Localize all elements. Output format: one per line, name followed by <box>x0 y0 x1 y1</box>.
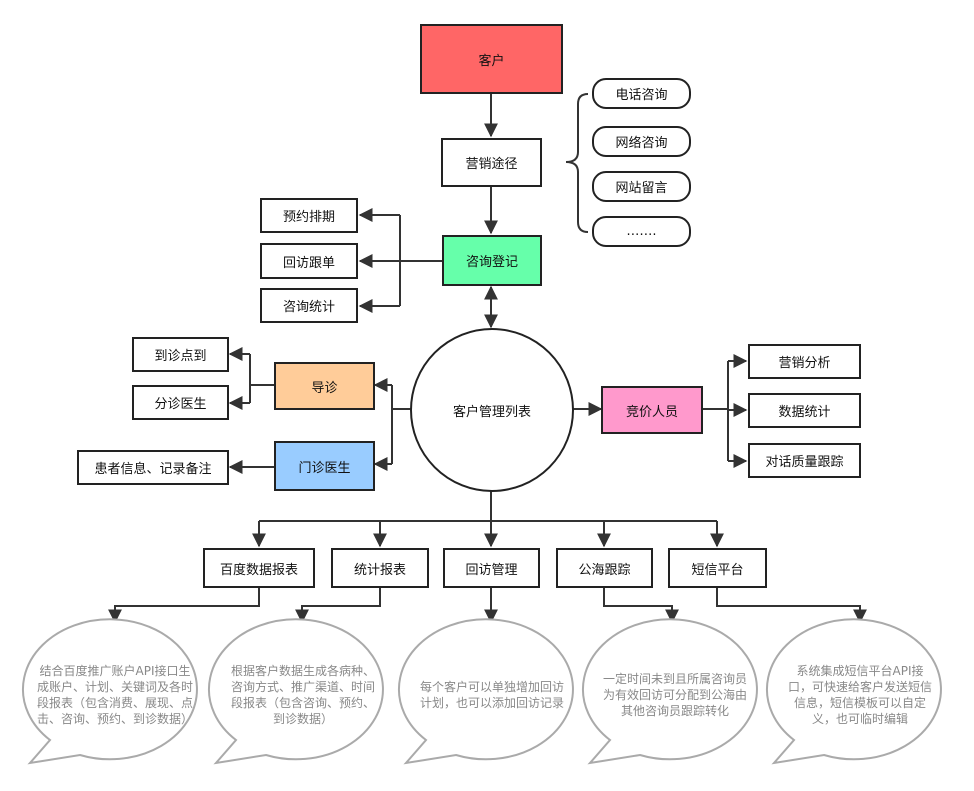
arrow-module-4-to-bubble <box>603 588 679 624</box>
module-baidu-report: 百度数据报表 <box>203 548 315 588</box>
module-stats-report: 统计报表 <box>331 548 429 588</box>
channel-phone: 电话咨询 <box>592 78 691 109</box>
register-branch-lines <box>399 215 442 306</box>
channel-online: 网络咨询 <box>592 126 691 157</box>
bidding-item-analysis: 营销分析 <box>748 344 861 379</box>
bubble-shape-5 <box>765 618 942 765</box>
bubble-text-pool-tracking: 一定时间未到且所属咨询员为有效回访可分配到公海由其他咨询员跟踪转化 <box>602 672 747 718</box>
module-followup-manage: 回访管理 <box>443 548 540 588</box>
customer-list-node: 客户管理列表 <box>410 328 574 492</box>
register-item-stats: 咨询统计 <box>260 288 358 323</box>
guide-item-arrival: 到诊点到 <box>132 337 229 372</box>
bubble-text-sms-platform: 系统集成短信平台API接口，可快速给客户发送短信信息，短信模板可以自定义，也可临… <box>787 664 932 726</box>
outpatient-doctor-node: 门诊医生 <box>274 441 375 491</box>
channel-more: ……. <box>592 216 691 247</box>
bubble-shape-3 <box>397 618 574 765</box>
consult-register-node: 咨询登记 <box>442 235 542 286</box>
left-branch-lines <box>391 385 412 464</box>
module-pool-tracking: 公海跟踪 <box>556 548 653 588</box>
bubble-shape-4 <box>581 618 758 765</box>
bubble-text-followup-manage: 每个客户可以单独增加回访计划，也可以添加回访记录 <box>419 680 564 710</box>
register-item-followup: 回访跟单 <box>260 243 358 279</box>
guide-item-triage: 分诊医生 <box>132 385 229 420</box>
arrow-module-5-to-bubble <box>716 588 867 624</box>
register-item-schedule: 预约排期 <box>260 198 358 233</box>
guide-node: 导诊 <box>274 362 375 410</box>
channel-brace <box>565 93 589 233</box>
bidding-branch-lines <box>703 361 729 461</box>
module-sms-platform: 短信平台 <box>668 548 767 588</box>
bubble-text-stats-report: 根据客户数据生成各病种、咨询方式、推广渠道、时间段报表（包含咨询、预约、到诊数据… <box>230 664 375 726</box>
bubble-shape-1 <box>21 618 198 765</box>
bubble-shape-2 <box>207 618 384 765</box>
customer-node: 客户 <box>420 24 563 94</box>
marketing-channel-node: 营销途径 <box>441 138 542 187</box>
bidding-item-quality: 对话质量跟踪 <box>748 443 861 478</box>
bubble-text-baidu-report: 结合百度推广账户API接口生成账户、计划、关键词及各时段报表（包含消费、展现、点… <box>36 664 193 726</box>
guide-branch-lines <box>249 354 274 403</box>
bidding-staff-node: 竞价人员 <box>601 386 703 434</box>
arrow-module-1-to-bubble <box>108 588 260 624</box>
bidding-item-stats: 数据统计 <box>748 393 861 428</box>
doctor-item-notes: 患者信息、记录备注 <box>77 450 229 485</box>
modules-bus-line <box>259 490 717 522</box>
arrow-module-2-to-bubble <box>295 588 381 624</box>
channel-website-message: 网站留言 <box>592 171 691 202</box>
